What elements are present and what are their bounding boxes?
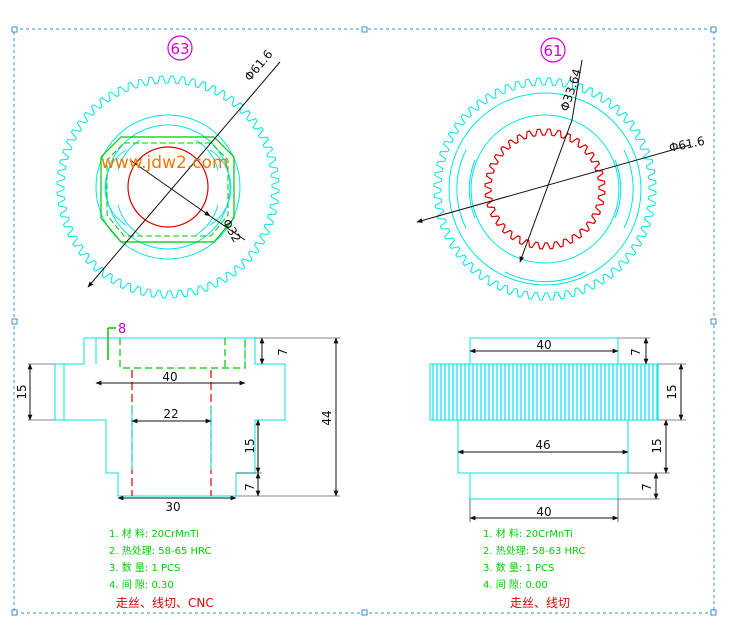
dim-44: 44 xyxy=(320,410,334,425)
hub-arc xyxy=(504,271,586,283)
diameter-leader xyxy=(519,119,573,263)
hub-arc xyxy=(468,159,476,219)
grip-handle[interactable] xyxy=(361,609,368,616)
dim-7-bottom: 7 xyxy=(243,483,257,491)
internal-spline xyxy=(484,128,606,250)
dim-15-right: 15 xyxy=(243,438,257,453)
outer-gear-profile xyxy=(56,75,280,299)
hub-arc xyxy=(104,149,127,226)
process-note: 走丝、线切、CNC xyxy=(116,596,214,610)
hub-arc xyxy=(117,204,141,236)
dim-7-top: 7 xyxy=(276,348,290,356)
note-line: 3. 数 量: 1 PCS xyxy=(109,561,180,574)
left-section-view: 40 22 30 15 15 7 7 44 8 xyxy=(15,322,340,514)
note-line: 4. 间 隙: 0.30 xyxy=(109,578,174,591)
hub-circle xyxy=(105,124,231,250)
diameter-leader xyxy=(416,144,691,223)
dim-gear-15: 15 xyxy=(665,384,679,399)
dim-mid-15: 15 xyxy=(650,438,664,453)
grip-handle[interactable] xyxy=(11,609,18,616)
right-notes: 1. 材 料: 20CrMnTi 2. 热处理: 58-63 HRC 3. 数 … xyxy=(483,527,585,610)
gear-teeth-block xyxy=(429,363,659,421)
diameter-leader xyxy=(87,61,281,288)
diameter-leader xyxy=(571,59,583,121)
process-note: 走丝、线切 xyxy=(510,596,570,610)
dim-22: 22 xyxy=(163,407,178,421)
gear-root-circle xyxy=(448,92,642,286)
dim-top-diameter: Φ61.6 xyxy=(242,47,276,84)
square-bore-outline xyxy=(100,136,235,243)
hub-arc xyxy=(623,149,634,229)
dim-8: 8 xyxy=(118,322,126,337)
dim-right-7-top: 7 xyxy=(629,348,643,356)
dim-inner-diameter: Φ33.64 xyxy=(558,67,585,113)
part-number-bubble xyxy=(540,37,566,63)
grip-handle[interactable] xyxy=(361,26,368,33)
hub-arc xyxy=(209,149,232,226)
left-top-view: 63 Φ61.6 Φ32 www.jdw2.com xyxy=(56,35,281,299)
note-line: 2. 热处理: 58-65 HRC xyxy=(109,544,211,557)
hub-arc xyxy=(117,139,141,171)
right-top-view: 61 Φ33.64 Φ61.6 xyxy=(416,37,706,301)
part-number-right: 61 xyxy=(543,42,562,60)
dim-outer-diameter: Φ61.6 xyxy=(668,134,706,155)
section-bottom-block xyxy=(469,472,619,500)
note-line: 3. 数 量: 1 PCS xyxy=(483,561,554,574)
dim-30: 30 xyxy=(165,500,180,514)
gear-teeth-hatch xyxy=(432,364,658,420)
grip-handle[interactable] xyxy=(11,26,18,33)
selection-frame[interactable] xyxy=(11,26,717,616)
outer-gear-profile xyxy=(433,77,657,301)
hidden-recess xyxy=(119,338,246,369)
diameter-leader xyxy=(129,159,211,217)
hub-arc xyxy=(195,204,219,236)
bore-circle xyxy=(127,146,209,228)
hub-arc xyxy=(456,149,467,229)
note-line: 1. 材 料: 20CrMnTi xyxy=(483,527,573,540)
gear-root-circle xyxy=(95,114,241,260)
grip-handle[interactable] xyxy=(11,318,18,325)
watermark: www.jdw2.com xyxy=(101,153,229,173)
hub-arc xyxy=(195,139,219,171)
grip-handle[interactable] xyxy=(710,26,717,33)
right-section-view: 40 46 40 7 15 15 7 xyxy=(429,337,686,522)
left-notes: 1. 材 料: 20CrMnTi 2. 热处理: 58-65 HRC 3. 数 … xyxy=(109,527,214,610)
grip-handle[interactable] xyxy=(710,318,717,325)
dim-15-left: 15 xyxy=(15,384,29,399)
dim-46: 46 xyxy=(535,438,550,452)
diameter-leader xyxy=(209,215,246,241)
dim-40: 40 xyxy=(162,370,177,384)
dim-top-40: 40 xyxy=(536,338,551,352)
grip-handle[interactable] xyxy=(710,609,717,616)
part-number-left: 63 xyxy=(170,40,189,58)
note-line: 4. 间 隙: 0.00 xyxy=(483,578,548,591)
note-line: 1. 材 料: 20CrMnTi xyxy=(109,527,199,540)
dim-bottom-40: 40 xyxy=(536,505,551,519)
hub-circle xyxy=(470,114,620,264)
square-bore-hidden xyxy=(106,142,229,237)
part-number-bubble xyxy=(167,35,193,61)
dim-right-7-bottom: 7 xyxy=(640,483,654,491)
note-line: 2. 热处理: 58-63 HRC xyxy=(483,544,585,557)
